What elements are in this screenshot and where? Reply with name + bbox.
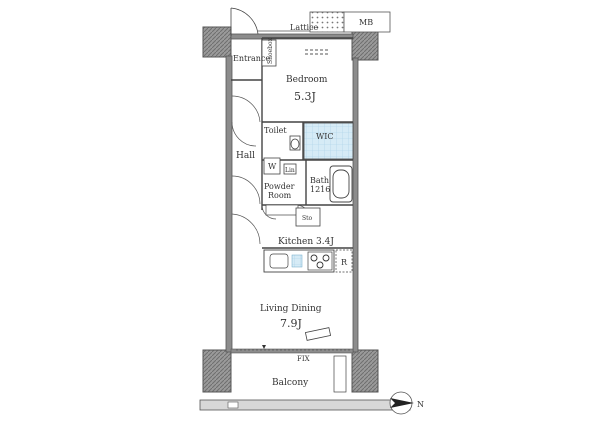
structural-walls — [199, 25, 411, 411]
vanity-sink — [265, 204, 299, 216]
fix-label: FIX — [297, 355, 310, 363]
entrance-label: Entrance — [233, 54, 270, 63]
toilet-fixture — [289, 135, 301, 151]
compass — [389, 391, 414, 415]
linen-label: Lin — [285, 167, 295, 174]
balcony-label: Balcony — [272, 378, 309, 388]
refrigerator-box — [335, 249, 353, 273]
compass-north-label: N — [417, 400, 424, 409]
bedroom-window — [305, 49, 330, 55]
stove-burners — [307, 251, 333, 271]
wic-area — [303, 122, 354, 160]
washer-box — [263, 157, 281, 175]
powder-label-line2: Room — [268, 191, 292, 200]
bedroom-label: Bedroom — [286, 75, 328, 85]
entrance-door — [230, 7, 259, 36]
shoebox-label: Shoebox — [267, 37, 274, 64]
living-details — [236, 327, 350, 351]
washer-label: W — [268, 162, 277, 171]
linen-box — [283, 163, 297, 175]
kitchen-label: Kitchen 3.4J — [278, 237, 334, 247]
toilet-label: Toilet — [264, 126, 287, 135]
kitchen-counter — [263, 249, 353, 273]
bath-size: 1216 — [310, 185, 330, 194]
lattice-area — [258, 11, 391, 33]
storage-label: Sto — [302, 215, 313, 222]
storage-box — [295, 207, 321, 227]
bedroom-size: 5.3J — [294, 90, 316, 103]
mb-label: MB — [359, 18, 373, 27]
powder-label-line1: Powder — [264, 182, 295, 191]
shoebox-cabinet — [261, 39, 277, 67]
living-label: Living Dining — [260, 304, 322, 314]
interior-walls — [231, 37, 353, 249]
hall-label: Hall — [236, 151, 255, 161]
living-size: 7.9J — [280, 317, 302, 330]
bathtub — [329, 165, 353, 203]
refrigerator-label: R — [341, 258, 348, 267]
wic-label: WIC — [316, 132, 334, 141]
balcony-outdoor-unit — [333, 355, 347, 393]
bath-label: Bath — [310, 176, 329, 185]
lattice-label: Lattice — [290, 23, 319, 32]
